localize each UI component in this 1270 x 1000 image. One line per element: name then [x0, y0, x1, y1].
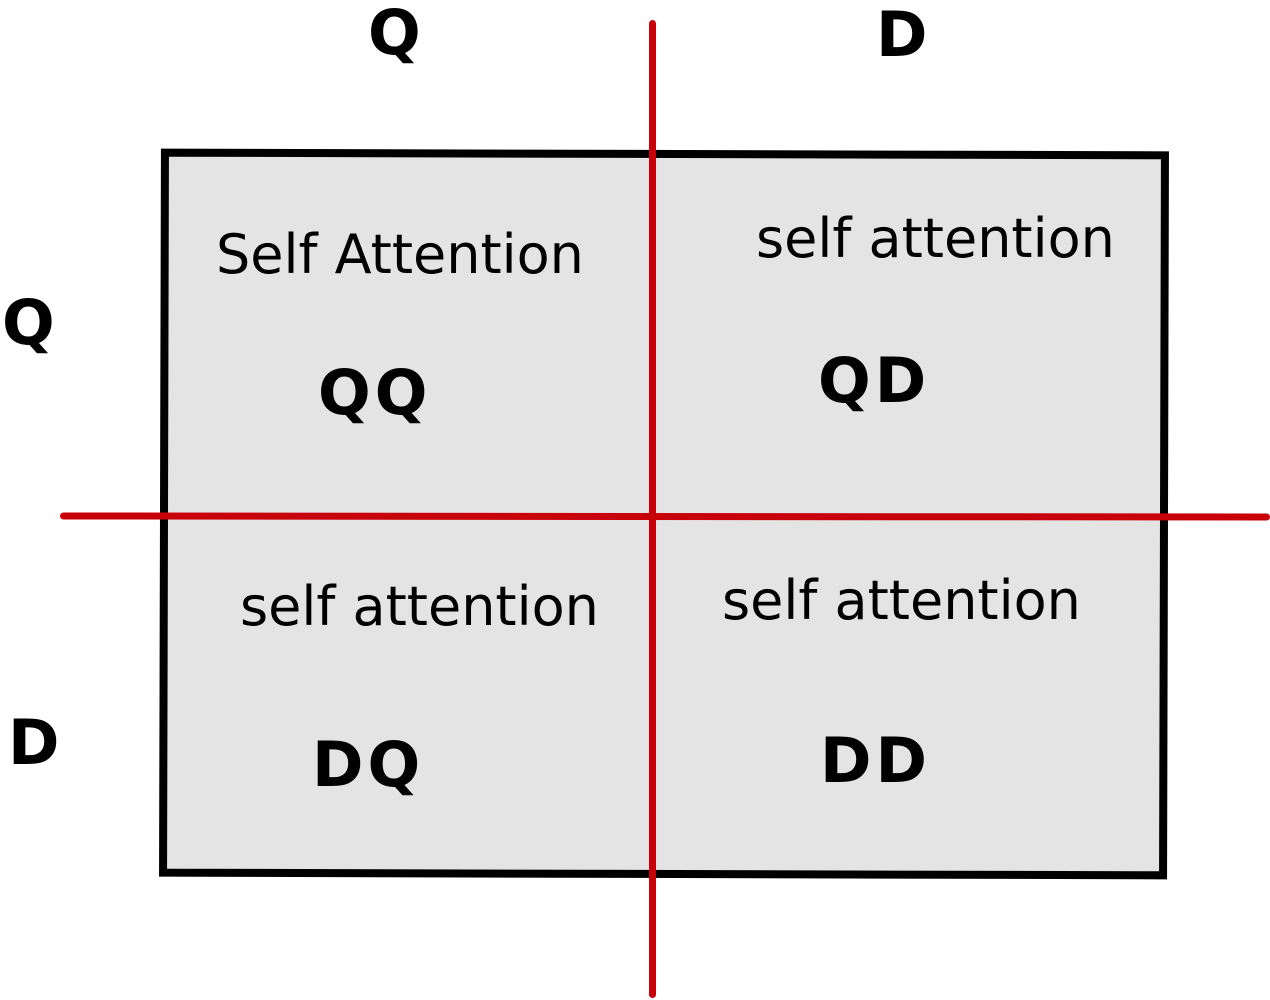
cell-dq-code: DQ: [312, 728, 425, 801]
cell-dd-code: DD: [820, 724, 931, 797]
vertical-divider-line: [649, 20, 656, 998]
column-label-d: D: [876, 0, 928, 71]
row-label-d: D: [8, 706, 60, 779]
cell-qd-code: QD: [818, 344, 931, 417]
cell-dq-title: self attention: [240, 575, 599, 638]
row-label-q: Q: [2, 286, 55, 359]
column-label-q: Q: [368, 0, 421, 69]
cell-qd-title: self attention: [756, 207, 1115, 270]
cell-qq-title: Self Attention: [216, 223, 584, 286]
cell-dd-title: self attention: [722, 569, 1081, 632]
cell-qq-code: QQ: [318, 356, 432, 429]
horizontal-divider-line: [59, 512, 1270, 521]
